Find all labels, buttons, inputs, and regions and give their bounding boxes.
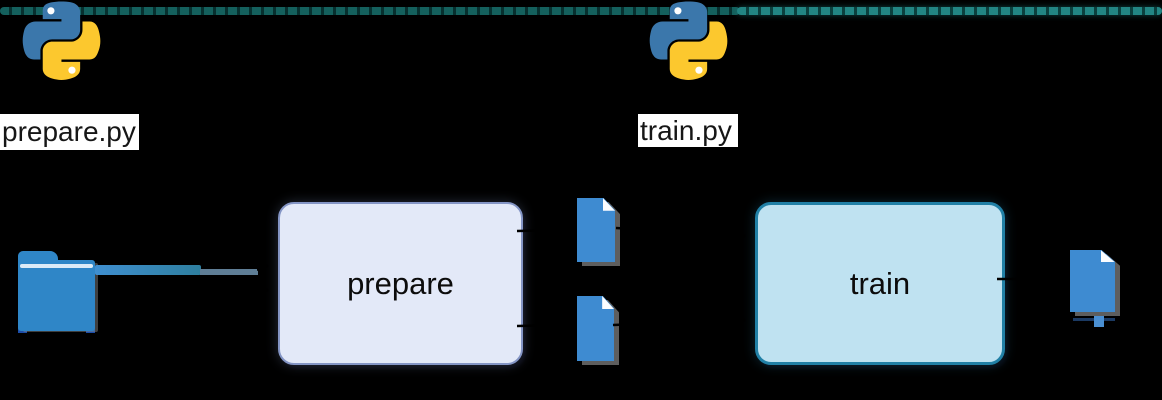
folder-body: [18, 260, 95, 331]
script-label-prepare: prepare.py: [0, 114, 139, 150]
timeline-rule-right: [737, 7, 1162, 15]
stage-label: prepare: [347, 265, 454, 301]
python-icon: [22, 1, 101, 80]
model-file-icon: [1070, 250, 1120, 316]
stage-label: train: [849, 265, 911, 301]
folder-stripe: [20, 264, 93, 268]
flow-connector: [95, 265, 201, 275]
script-label-train: train.py: [638, 114, 738, 147]
file-fold-corner: [602, 296, 614, 309]
python-icon: [649, 1, 728, 80]
stage-node-train: train: [755, 202, 1005, 365]
output-file-icon: [577, 198, 620, 266]
model-marker: [1094, 316, 1104, 327]
data-folder-icon: [18, 251, 95, 333]
timeline-rule-left: [0, 7, 740, 15]
stage-node-prepare: prepare: [278, 202, 523, 365]
flow-connector-tail: [200, 269, 258, 275]
output-file-icon: [577, 296, 619, 365]
